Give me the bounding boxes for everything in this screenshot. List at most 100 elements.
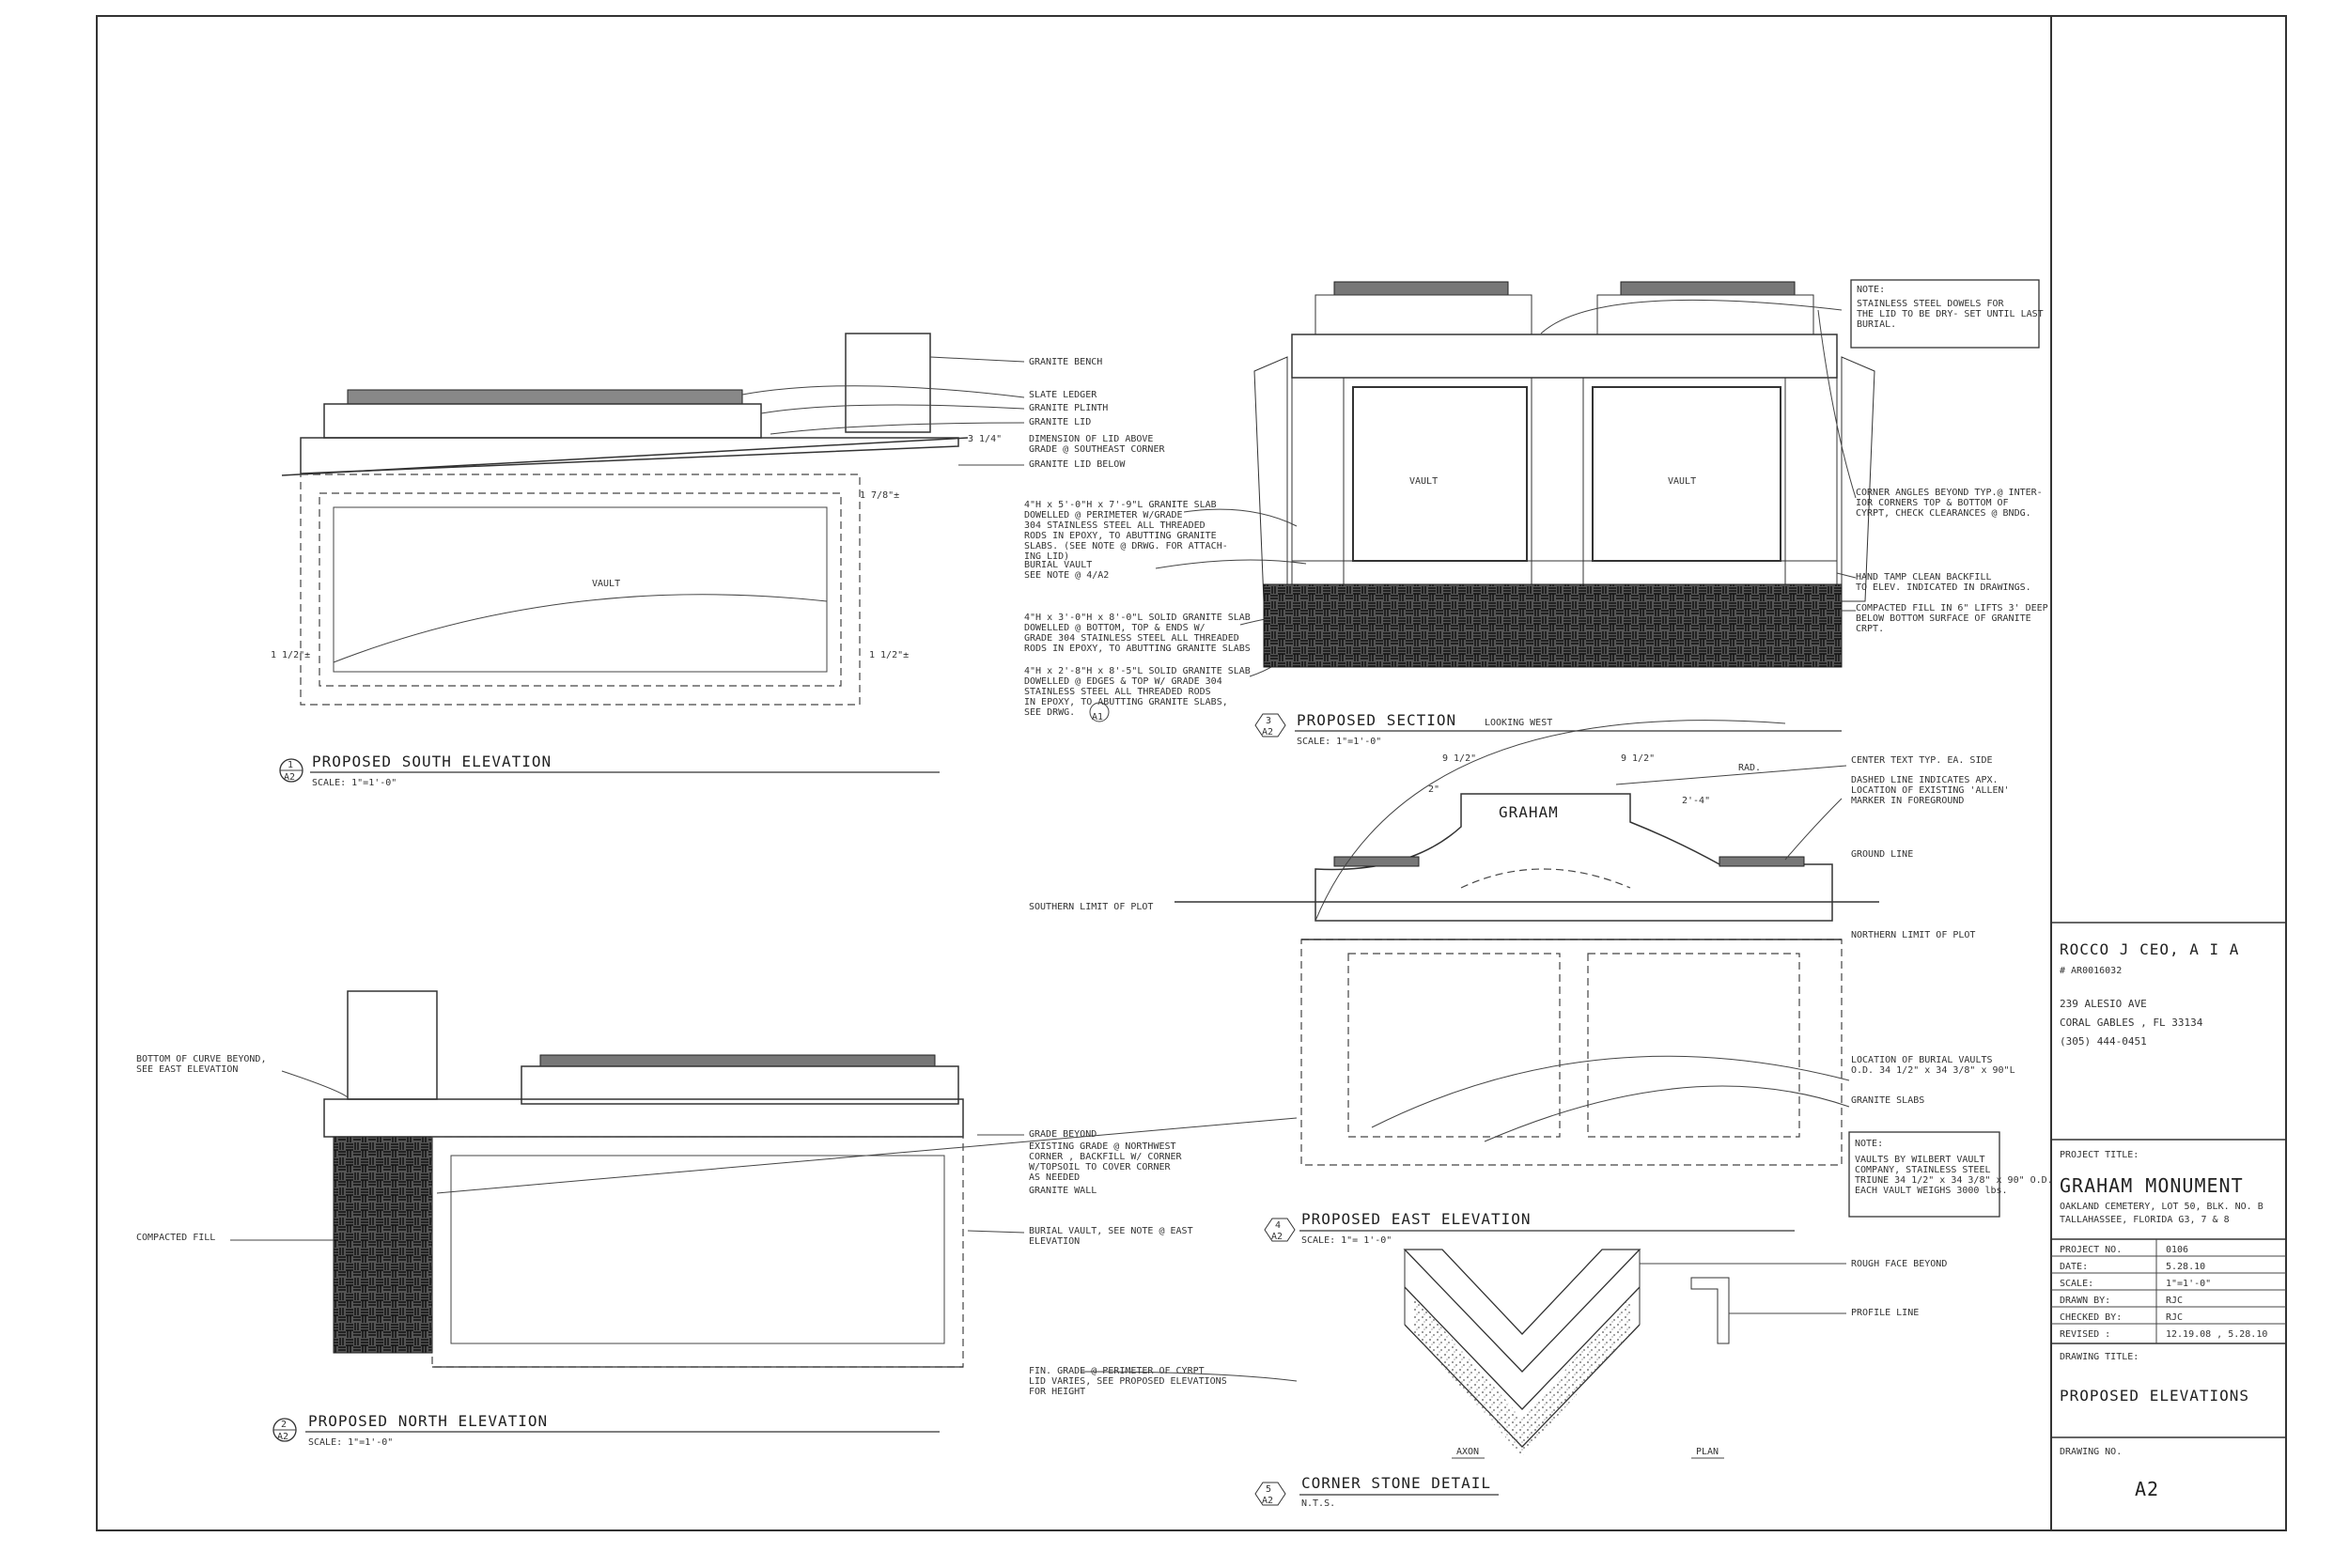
- view-number: 5: [1266, 1484, 1271, 1495]
- note-line: FOR HEIGHT: [1029, 1387, 1085, 1397]
- view-sheet: A2: [1271, 1232, 1283, 1242]
- project-title-label: PROJECT TITLE:: [2060, 1150, 2139, 1160]
- architect-license: # AR0016032: [2060, 966, 2122, 976]
- dim-label: 9 1/2": [1621, 753, 1655, 764]
- row-value: 1"=1'-0": [2166, 1279, 2211, 1289]
- project-location2: TALLAHASSEE, FLORIDA G3, 7 & 8: [2060, 1215, 2230, 1225]
- note-line: MARKER IN FOREGROUND: [1851, 796, 1964, 806]
- note-line: CYRPT, CHECK CLEARANCES @ BNDG.: [1856, 508, 2031, 519]
- note-line: SLABS. (SEE NOTE @ DRWG. FOR ATTACH-: [1024, 541, 1228, 551]
- note-profile-line: PROFILE LINE: [1851, 1308, 1919, 1318]
- south-elevation: VAULT 1 7/8"± 1 1/2"± 1 1/2"± 3 1/4" GRA…: [271, 333, 1165, 788]
- note-line: BURIAL VAULT: [1024, 560, 1092, 570]
- view-number: 3: [1266, 716, 1271, 726]
- note-line: VAULTS BY WILBERT VAULT: [1855, 1155, 1984, 1165]
- view-title: PROPOSED SECTION: [1297, 711, 1456, 729]
- view-subtitle: LOOKING WEST: [1485, 718, 1552, 728]
- view-sheet: A2: [1262, 727, 1273, 737]
- row-label: PROJECT NO.: [2060, 1245, 2122, 1255]
- architect-phone: (305) 444-0451: [2060, 1035, 2147, 1048]
- note-line: DOWELLED @ PERIMETER W/GRADE: [1024, 510, 1183, 520]
- detail-ref: A1: [1092, 712, 1103, 722]
- view-title: PROPOSED SOUTH ELEVATION: [312, 753, 552, 770]
- note-line: AS NEEDED: [1029, 1172, 1080, 1183]
- view-scale: N.T.S.: [1301, 1498, 1335, 1509]
- note-line: FIN. GRADE @ PERIMETER OF CYRPT: [1029, 1366, 1205, 1376]
- note-line: LID VARIES, SEE PROPOSED ELEVATIONS: [1029, 1376, 1227, 1387]
- dim-label: 1 1/2"±: [869, 650, 909, 660]
- title-block-rows: PROJECT NO. 0106 DATE: 5.28.10 SCALE: 1"…: [2060, 1245, 2267, 1340]
- vault-label: VAULT: [1409, 476, 1438, 487]
- view-number: 4: [1275, 1220, 1281, 1231]
- dim-label: 1 1/2"±: [271, 650, 310, 660]
- note-line: BURIAL VAULT, SEE NOTE @ EAST: [1029, 1226, 1193, 1236]
- slab-notes: 4"H x 5'-0"H x 7'-9"L GRANITE SLAB DOWEL…: [1024, 500, 1392, 722]
- note-granite-wall: GRANITE WALL: [1029, 1186, 1097, 1196]
- title-block: ROCCO J CEO, A I A # AR0016032 239 ALESI…: [2051, 922, 2286, 1500]
- architect-address2: CORAL GABLES , FL 33134: [2060, 1017, 2203, 1029]
- row-label: DATE:: [2060, 1262, 2088, 1272]
- drawing-number: A2: [2135, 1478, 2159, 1500]
- note-granite-plinth: GRANITE PLINTH: [1029, 403, 1108, 413]
- note-line: 4"H x 2'-8"H x 8'-5"L SOLID GRANITE SLAB: [1024, 666, 1251, 676]
- note-line: SEE EAST ELEVATION: [136, 1064, 238, 1075]
- note-line: THE LID TO BE DRY- SET UNTIL LAST: [1857, 309, 2044, 319]
- architect-name: ROCCO J CEO, A I A: [2060, 940, 2239, 958]
- note-dimension: GRADE @ SOUTHEAST CORNER: [1029, 444, 1165, 455]
- view-sheet: A2: [1262, 1496, 1273, 1506]
- row-value: 12.19.08 , 5.28.10: [2166, 1329, 2267, 1340]
- dim-label: RAD.: [1738, 763, 1761, 773]
- note-southern-limit: SOUTHERN LIMIT OF PLOT: [1029, 902, 1153, 912]
- note-line: IOR CORNERS TOP & BOTTOM OF: [1856, 498, 2009, 508]
- note-line: STAINLESS STEEL DOWELS FOR: [1857, 299, 2005, 309]
- view-title: PROPOSED EAST ELEVATION: [1301, 1210, 1532, 1228]
- note-northern-limit: NORTHERN LIMIT OF PLOT: [1851, 930, 1975, 940]
- vault-label: VAULT: [1668, 476, 1696, 487]
- note-line: COMPANY, STAINLESS STEEL: [1855, 1165, 1991, 1175]
- note-line: 304 STAINLESS STEEL ALL THREADED: [1024, 520, 1206, 531]
- view-scale: SCALE: 1"= 1'-0": [1301, 1235, 1392, 1246]
- north-elevation: BOTTOM OF CURVE BEYOND, SEE EAST ELEVATI…: [136, 990, 1298, 1448]
- proposed-section: VAULT VAULT NOTE: STAINLESS STEEL DOWELS…: [1253, 279, 2048, 747]
- note-line: GRADE 304 STAINLESS STEEL ALL THREADED: [1024, 633, 1239, 644]
- row-value: 5.28.10: [2166, 1262, 2205, 1272]
- note-line: 4"H x 5'-0"H x 7'-9"L GRANITE SLAB: [1024, 500, 1217, 510]
- row-label: CHECKED BY:: [2060, 1312, 2122, 1323]
- note-slate-ledger: SLATE LEDGER: [1029, 390, 1097, 400]
- dim-label: 3 1/4": [968, 434, 1002, 444]
- note-line: BOTTOM OF CURVE BEYOND,: [136, 1054, 266, 1064]
- note-line: DOWELLED @ EDGES & TOP W/ GRADE 304: [1024, 676, 1222, 687]
- note-line: TRIUNE 34 1/2" x 34 3/8" x 90" O.D.: [1855, 1175, 2053, 1186]
- note-compacted-fill: COMPACTED FILL: [136, 1233, 215, 1243]
- inscription-graham: GRAHAM: [1499, 803, 1559, 821]
- proposed-east-elevation: GRAHAM 9 1/2" 9 1/2" 2'-4" 2" RAD. CENTE…: [1029, 720, 2053, 1246]
- note-line: LOCATION OF BURIAL VAULTS: [1851, 1055, 1993, 1065]
- drawing-title: PROPOSED ELEVATIONS: [2060, 1387, 2249, 1405]
- view-scale: SCALE: 1"=1'-0": [1297, 737, 1381, 747]
- note-line: SEE NOTE @ 4/A2: [1024, 570, 1109, 581]
- note-ground-line: GROUND LINE: [1851, 849, 1913, 860]
- note-rough-face: ROUGH FACE BEYOND: [1851, 1259, 1947, 1269]
- architect-address1: 239 ALESIO AVE: [2060, 998, 2147, 1010]
- row-label: REVISED :: [2060, 1329, 2110, 1340]
- note-line: TO ELEV. INDICATED IN DRAWINGS.: [1856, 582, 2031, 593]
- note-line: ELEVATION: [1029, 1236, 1080, 1247]
- note-line: 4"H x 3'-0"H x 8'-0"L SOLID GRANITE SLAB: [1024, 613, 1251, 623]
- note-line: CRPT.: [1856, 624, 1884, 634]
- note-line: BELOW BOTTOM SURFACE OF GRANITE: [1856, 613, 2031, 624]
- dim-label: 2": [1428, 784, 1439, 795]
- note-line: SEE DRWG.: [1024, 707, 1075, 718]
- row-value: RJC: [2166, 1312, 2183, 1323]
- row-value: RJC: [2166, 1296, 2183, 1306]
- row-label: DRAWN BY:: [2060, 1296, 2110, 1306]
- view-sheet: A2: [284, 772, 295, 783]
- drawing-no-label: DRAWING NO.: [2060, 1447, 2122, 1457]
- note-granite-lid: GRANITE LID: [1029, 417, 1091, 427]
- note-line: ING LID): [1024, 551, 1069, 562]
- note-line: O.D. 34 1/2" x 34 3/8" x 90"L: [1851, 1065, 2015, 1076]
- view-scale: SCALE: 1"=1'-0": [308, 1437, 393, 1448]
- note-line: RODS IN EPOXY, TO ABUTTING GRANITE SLABS: [1024, 644, 1251, 654]
- label-plan: PLAN: [1696, 1447, 1719, 1457]
- dim-label: 9 1/2": [1442, 753, 1476, 764]
